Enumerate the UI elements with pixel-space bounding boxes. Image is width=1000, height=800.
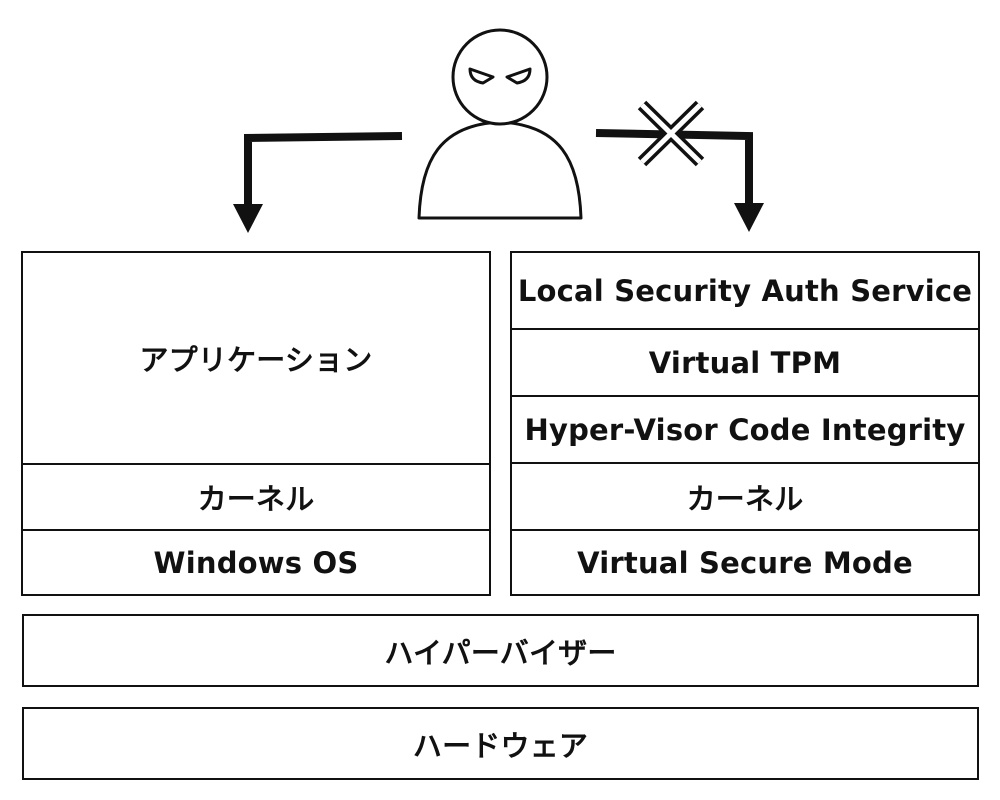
blocked-x-icon xyxy=(637,100,705,167)
kernel-layer-right: カーネル xyxy=(512,462,978,529)
hardware-layer: ハードウェア xyxy=(22,707,979,780)
virtual-tpm-layer: Virtual TPM xyxy=(512,328,978,395)
kernel-layer-left: カーネル xyxy=(23,463,489,529)
secure-world-stack: Local Security Auth Service Virtual TPM … xyxy=(510,251,980,596)
virtual-secure-mode-layer: Virtual Secure Mode xyxy=(512,529,978,594)
hvci-layer: Hyper-Visor Code Integrity xyxy=(512,395,978,462)
attack-arrow-left xyxy=(233,132,403,233)
normal-world-stack: アプリケーション カーネル Windows OS xyxy=(21,251,491,596)
lsa-layer: Local Security Auth Service xyxy=(517,273,973,308)
windows-os-layer: Windows OS xyxy=(23,529,489,594)
application-layer: アプリケーション xyxy=(139,343,373,377)
hardware-label: ハードウェア xyxy=(412,728,589,763)
hypervisor-layer: ハイパーバイザー xyxy=(22,614,979,687)
attack-arrow-right xyxy=(595,129,764,232)
attacker-icon xyxy=(417,28,583,220)
attack-paths xyxy=(233,28,764,233)
hypervisor-label: ハイパーバイザー xyxy=(384,635,617,670)
